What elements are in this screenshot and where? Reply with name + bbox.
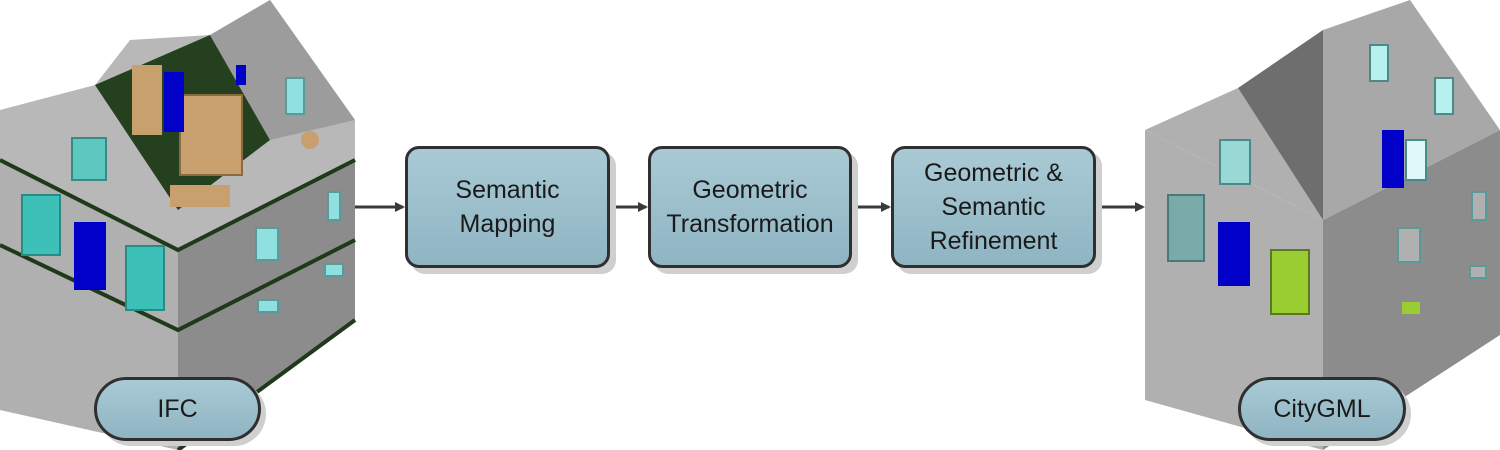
ifc-gable-window-left: [71, 137, 107, 181]
citygml-window-left: [1167, 194, 1205, 262]
ifc-side-window-3: [257, 299, 279, 313]
step-semantic-mapping: Semantic Mapping: [405, 146, 610, 268]
citygml-roof-window-1: [1369, 44, 1389, 82]
citygml-upper-glass: [1405, 139, 1427, 181]
citygml-side-window-2: [1471, 191, 1487, 221]
ifc-building-illustration: [0, 0, 357, 450]
citygml-building-illustration: [1145, 0, 1500, 450]
citygml-upper-door: [1382, 130, 1404, 188]
ifc-inner-wall: [210, 0, 355, 140]
ifc-window-left: [21, 194, 61, 256]
step-refinement-label: Geometric & Semantic Refinement: [924, 159, 1063, 255]
citygml-label: CityGML: [1238, 377, 1406, 441]
ifc-front-door: [74, 222, 106, 290]
citygml-side-window-1: [1397, 227, 1421, 263]
ifc-label: IFC: [94, 377, 261, 441]
citygml-side-window-4: [1469, 265, 1487, 279]
ifc-floor-line-upper: [0, 158, 356, 253]
citygml-roof-window-2: [1434, 77, 1454, 115]
citygml-front-door: [1218, 222, 1250, 286]
ifc-label-text: IFC: [157, 394, 198, 423]
ifc-cabinet: [179, 94, 243, 176]
ifc-inner-door: [164, 72, 184, 132]
ifc-side-window-2: [327, 191, 341, 221]
citygml-right-wall: [1323, 130, 1500, 450]
ifc-bed: [170, 185, 230, 207]
step-geometric-transformation: Geometric Transformation: [648, 146, 852, 268]
ifc-lamp: [301, 131, 319, 149]
ifc-wardrobe: [132, 65, 162, 135]
ifc-attic-window: [236, 65, 246, 85]
ifc-floor-line-lower: [0, 238, 356, 333]
citygml-gable-window: [1219, 139, 1251, 185]
step-geometric-transformation-label: Geometric Transformation: [666, 176, 834, 238]
ifc-gable-window: [285, 77, 305, 115]
citygml-roof-shadow: [1238, 30, 1323, 220]
step-semantic-mapping-label: Semantic Mapping: [455, 176, 560, 238]
citygml-label-text: CityGML: [1273, 394, 1371, 423]
citygml-green-door: [1270, 249, 1310, 315]
citygml-roof-right: [1323, 0, 1500, 220]
ifc-window-right: [125, 245, 165, 311]
step-geometric-semantic-refinement: Geometric & Semantic Refinement: [891, 146, 1096, 268]
ifc-side-window-1: [255, 227, 279, 261]
ifc-side-window-4: [324, 263, 344, 277]
citygml-side-window-3: [1402, 302, 1420, 314]
